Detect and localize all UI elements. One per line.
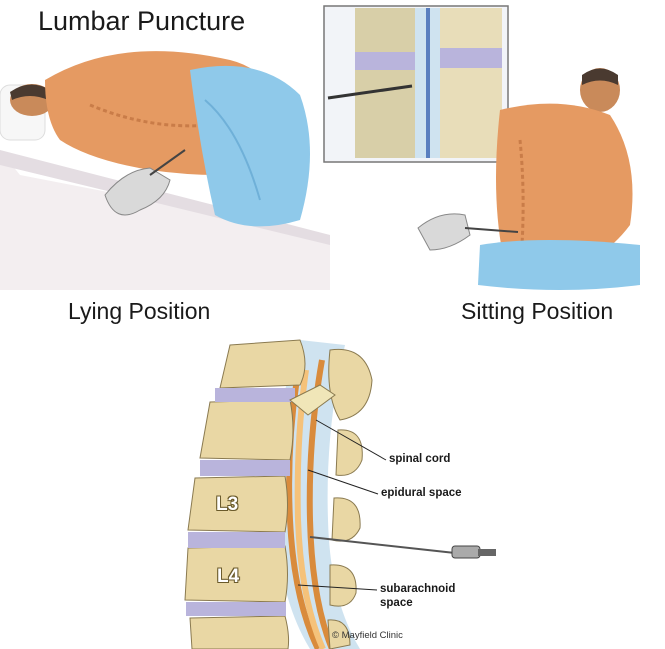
disc-2 [200, 460, 290, 476]
inset-spine-closeup [324, 6, 508, 162]
page-title: Lumbar Puncture [38, 6, 245, 37]
needle-diagram [310, 537, 455, 553]
disc-1 [215, 388, 295, 402]
credit-text: © Mayfield Clinic [332, 630, 403, 641]
vertebra-l4-label: L4 [217, 566, 239, 588]
needle-hub [452, 546, 480, 558]
vertebra-l3-label: L3 [216, 494, 238, 516]
sitting-position-label: Sitting Position [461, 298, 613, 325]
drape [190, 66, 310, 227]
seated-drape [478, 240, 640, 290]
spinous-process-1 [329, 349, 372, 420]
disc-4 [186, 602, 286, 616]
vertebra-upper [200, 400, 293, 460]
disc-3 [188, 532, 285, 548]
lying-position-illustration [0, 51, 330, 290]
inset-disc [355, 52, 415, 70]
subarachnoid-label-line1: subarachnoid [380, 583, 455, 595]
epidural-space-label: epidural space [381, 487, 462, 499]
spinal-cord-label: spinal cord [389, 453, 450, 465]
gloved-hand-sitting [418, 214, 470, 250]
subarachnoid-label-line2: space [380, 597, 413, 609]
lying-position-label: Lying Position [68, 298, 210, 325]
